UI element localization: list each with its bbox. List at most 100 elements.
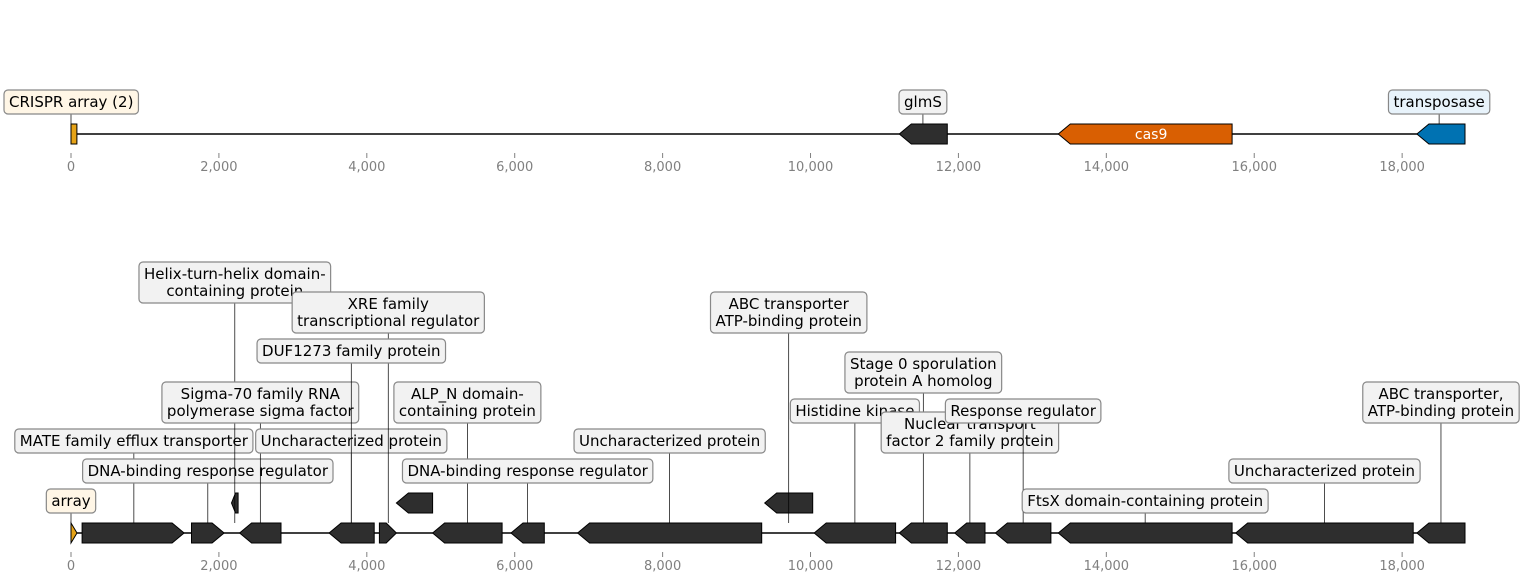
label-sigma70-line: Sigma-70 family RNA (181, 385, 341, 403)
label-dna-binding-rr-1-line: DNA-binding response regulator (88, 462, 329, 480)
label-array-box (45, 488, 97, 514)
label-array-line: array (51, 492, 90, 510)
gene-dna-binding-rr-1[interactable] (191, 522, 225, 544)
label-sigma70-line: polymerase sigma factor (167, 402, 355, 420)
label-ftsx-box (1021, 488, 1269, 514)
glms-gene[interactable] (898, 123, 948, 145)
tick-label: 16,000 (1231, 559, 1277, 574)
tick-label: 12,000 (936, 559, 982, 574)
crispr-array-detail[interactable] (70, 521, 78, 545)
tick-label: 14,000 (1084, 559, 1130, 574)
label-uncharacterized-2-line: Uncharacterized protein (579, 432, 760, 450)
tick-label: 0 (67, 160, 75, 175)
label-ntf2-line: factor 2 family protein (886, 432, 1053, 450)
label-dna-binding-rr-2: DNA-binding response regulator (401, 458, 654, 523)
gene-alp-n[interactable] (431, 522, 503, 544)
label-ftsx: FtsX domain-containing protein (1021, 488, 1269, 523)
label-abc-transporter-line: ABC transporter, (1378, 385, 1503, 403)
tick-label: 18,000 (1379, 160, 1425, 175)
crispr-array-overview[interactable] (70, 123, 78, 145)
gene-response-regulator[interactable] (994, 522, 1052, 544)
label-uncharacterized-3-box (1228, 458, 1421, 484)
label-hth-domain-box (138, 261, 332, 304)
label-duf1273: DUF1273 family protein (256, 338, 447, 523)
tick-label: 10,000 (788, 160, 834, 175)
label-stage0-spo0a-line: protein A homolog (854, 372, 992, 390)
gene-histidine-kinase[interactable] (813, 522, 897, 544)
label-mate-efflux-box (14, 428, 254, 454)
label-uncharacterized-3: Uncharacterized protein (1228, 458, 1421, 523)
label-sigma70-box (161, 381, 360, 424)
tick-label: 14,000 (1084, 160, 1130, 175)
tick-label: 0 (67, 559, 75, 574)
transposase-gene[interactable] (1416, 123, 1466, 145)
tick-label: 4,000 (348, 559, 385, 574)
cas9-gene[interactable] (1057, 123, 1233, 145)
label-duf1273-box (256, 338, 447, 364)
gene-uncharacterized-1[interactable] (328, 522, 375, 544)
gene-uncharacterized-2[interactable] (576, 522, 763, 544)
tick-label: 18,000 (1379, 559, 1425, 574)
label-abc-transporter-box (1362, 381, 1520, 424)
track-detail: 0 2,000 4,000 6,000 8,000 10,000 12,000 14,000 1… (14, 261, 1520, 574)
label-transposase-box (1387, 89, 1491, 115)
tick-label: 8,000 (644, 559, 681, 574)
label-glms: glmS (898, 89, 948, 124)
label-dna-binding-rr-1: DNA-binding response regulator (82, 458, 334, 523)
label-xre-regulator-line: transcriptional regulator (297, 312, 480, 330)
tick-label: 2,000 (200, 160, 237, 175)
gene-duf1273[interactable] (395, 492, 434, 514)
track-overview: 0 2,000 4,000 6,000 8,000 10,000 12,000 14,000 1… (3, 89, 1491, 175)
gene-stage0-spo0a[interactable] (898, 522, 948, 544)
gene-sigma70[interactable] (238, 522, 282, 544)
label-abc-transporter: ABC transporter,ATP-binding protein (1362, 381, 1520, 523)
tick-label: 8,000 (644, 160, 681, 175)
label-abc-transporter-line: ATP-binding protein (1368, 402, 1514, 420)
tick-label: 12,000 (936, 160, 982, 175)
tick-label: 6,000 (496, 160, 533, 175)
label-ftsx-line: FtsX domain-containing protein (1027, 492, 1263, 510)
gene-mate-efflux[interactable] (81, 522, 185, 544)
label-uncharacterized-3-line: Uncharacterized protein (1234, 462, 1415, 480)
label-alp-n: ALP_N domain-containing protein (393, 381, 542, 523)
label-dna-binding-rr-2-line: DNA-binding response regulator (407, 462, 648, 480)
label-response-regulator-box (944, 398, 1102, 424)
label-stage0-spo0a-line: Stage 0 sporulation (850, 355, 997, 373)
label-uncharacterized-2: Uncharacterized protein (573, 428, 766, 523)
gene-xre-regulator[interactable] (378, 522, 398, 544)
label-duf1273-line: DUF1273 family protein (262, 342, 440, 360)
label-dna-binding-rr-1-box (82, 458, 334, 484)
tick-label: 10,000 (788, 559, 834, 574)
cas9-gene-label: cas9 (1135, 127, 1167, 143)
tick-label: 2,000 (200, 559, 237, 574)
label-dna-binding-rr-2-box (401, 458, 654, 484)
label-crispr-array-2-line: CRISPR array (2) (9, 93, 133, 111)
gene-abc-transporter[interactable] (1416, 522, 1466, 544)
label-glms-line: glmS (904, 93, 942, 111)
tick-label: 4,000 (348, 160, 385, 175)
label-transposase-line: transposase (1393, 93, 1484, 111)
label-mate-efflux: MATE family efflux transporter (14, 428, 254, 523)
label-xre-regulator-line: XRE family (348, 295, 429, 313)
gene-dna-binding-rr-2[interactable] (510, 522, 545, 544)
label-mate-efflux-line: MATE family efflux transporter (20, 432, 249, 450)
label-alp-n-box (393, 381, 542, 424)
label-glms-box (898, 89, 948, 115)
label-hth-domain-line: containing protein (166, 282, 303, 300)
label-hth-domain: Helix-turn-helix domain-containing prote… (138, 261, 332, 523)
gene-ftsx[interactable] (1057, 522, 1233, 544)
label-array: array (45, 488, 97, 523)
label-response-regulator-line: Response regulator (950, 402, 1096, 420)
label-abc-atp-binding-box (709, 291, 868, 334)
label-transposase: transposase (1387, 89, 1491, 124)
tick-label: 6,000 (496, 559, 533, 574)
label-crispr-array-2-box (3, 89, 140, 115)
label-alp-n-line: containing protein (399, 402, 536, 420)
label-xre-regulator-box (291, 291, 485, 334)
gene-uncharacterized-3[interactable] (1234, 522, 1414, 544)
gene-ntf2[interactable] (953, 522, 986, 544)
